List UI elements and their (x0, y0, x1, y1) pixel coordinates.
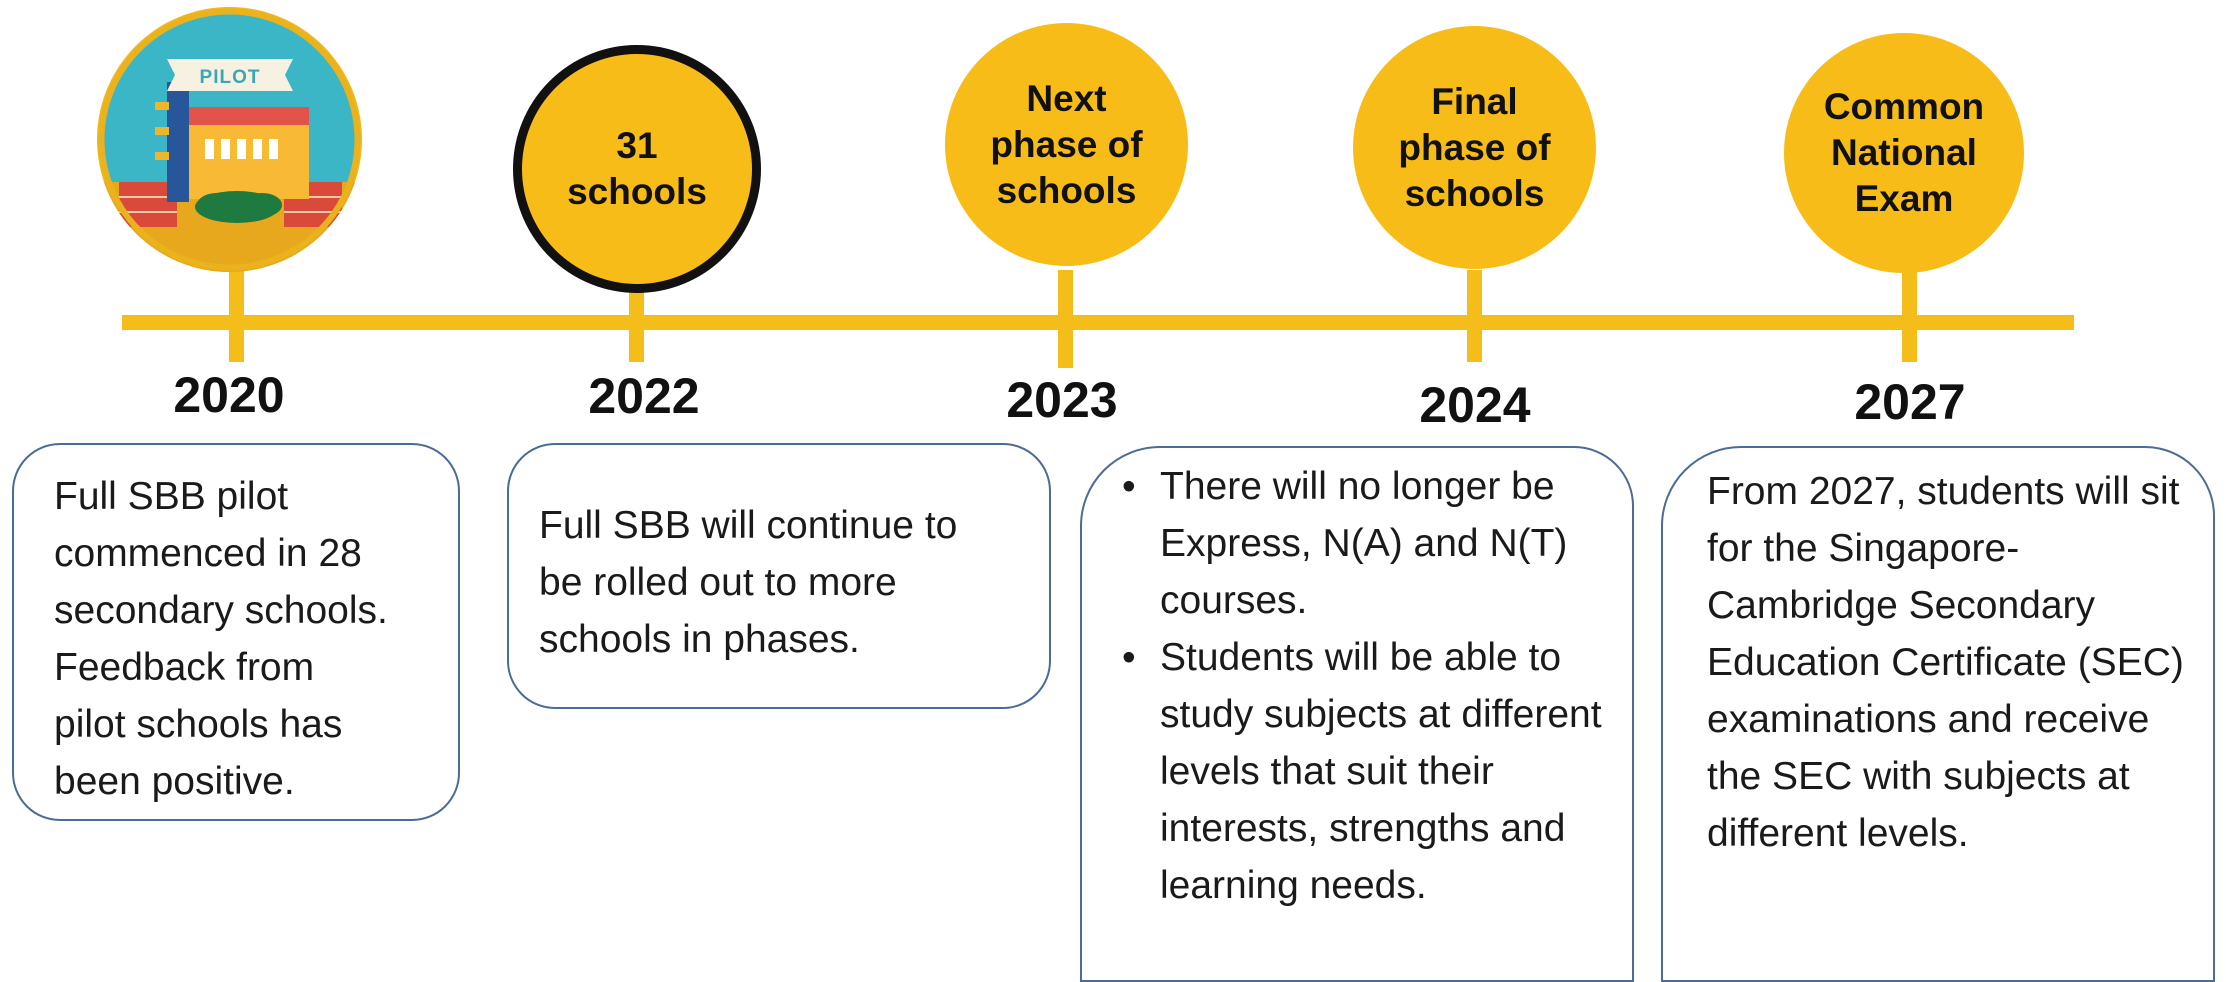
year-label-2024: 2024 (1419, 377, 1531, 433)
pilot-badge-label: PILOT (199, 67, 261, 88)
bullet-item: Students will be able to study subjects … (1110, 629, 1612, 914)
milestone-circle-2024: Final phase of schools (1353, 26, 1596, 269)
milestone-circle-label: Next phase of schools (990, 77, 1143, 211)
milestone-circle-label: 31 schools (567, 125, 707, 212)
milestone-circle-2022: 31 schools (513, 45, 761, 293)
year-label-2023: 2023 (1006, 372, 1118, 428)
timeline-axis (122, 315, 2074, 330)
description-box-2022: Full SBB will continue to be rolled out … (507, 443, 1051, 709)
milestone-circle-label: Final phase of schools (1398, 80, 1551, 214)
bullet-list: There will no longer be Express, N(A) an… (1110, 458, 1612, 914)
year-label-2020: 2020 (173, 367, 285, 423)
description-text: Full SBB pilot commenced in 28 secondary… (54, 475, 388, 803)
timeline-tick-2020 (229, 270, 244, 362)
timeline-tick-2022 (629, 270, 644, 362)
timeline-tick-2023 (1058, 270, 1073, 368)
timeline-tick-2024 (1467, 270, 1482, 362)
pilot-school-icon: PILOT (97, 7, 362, 272)
milestone-circle-label: Common National Exam (1823, 86, 1985, 219)
description-text: Full SBB will continue to be rolled out … (539, 504, 958, 661)
timeline-tick-2027 (1902, 270, 1917, 362)
year-label-2027: 2027 (1854, 374, 1966, 430)
milestone-circle-2027: Common National Exam (1784, 33, 2024, 273)
description-box-2024: There will no longer be Express, N(A) an… (1080, 446, 1634, 982)
description-box-2020: Full SBB pilot commenced in 28 secondary… (12, 443, 460, 821)
bullet-item: There will no longer be Express, N(A) an… (1110, 458, 1612, 629)
year-label-2022: 2022 (588, 368, 700, 424)
description-text: From 2027, students will sit for the Sin… (1707, 470, 2184, 855)
description-box-2027: From 2027, students will sit for the Sin… (1661, 446, 2215, 982)
milestone-circle-2023: Next phase of schools (945, 23, 1188, 266)
